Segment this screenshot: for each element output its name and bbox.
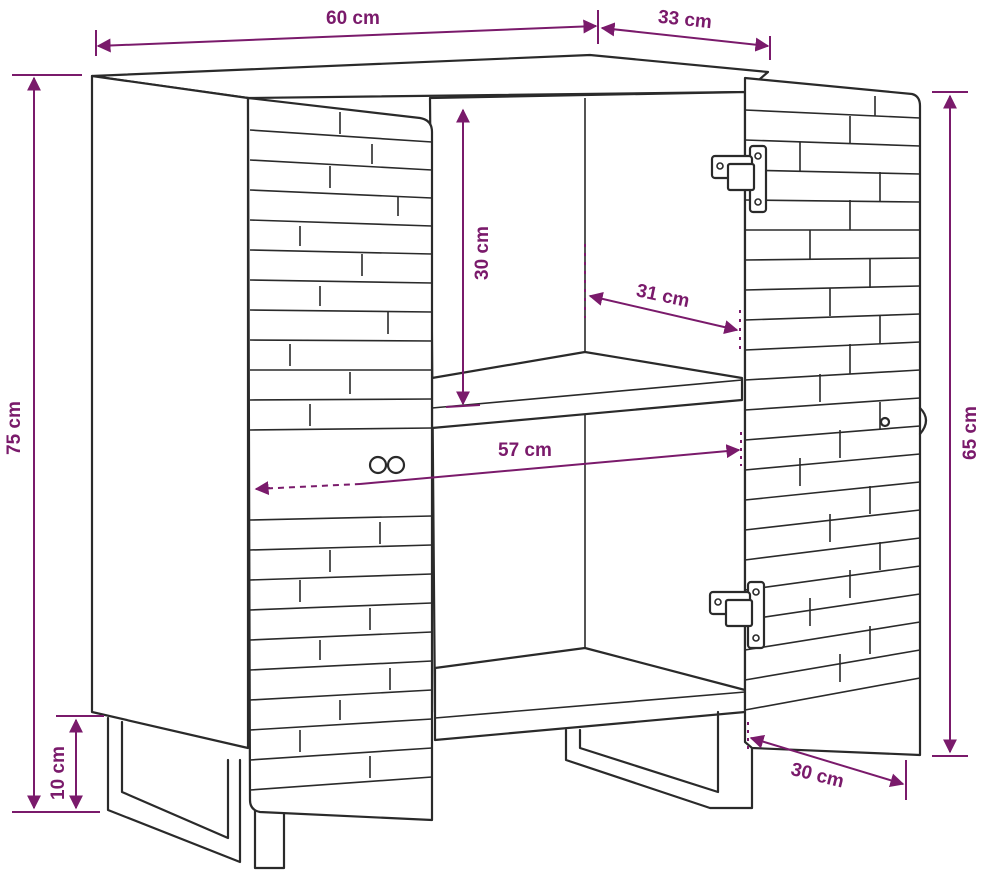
depth-dimension-line xyxy=(600,22,770,52)
inner-width-dimension-line xyxy=(359,444,741,485)
door-width-dimension-line xyxy=(749,734,905,788)
inner-width-label: 57 cm xyxy=(498,440,552,461)
left-door xyxy=(246,96,434,822)
front-leg xyxy=(253,758,286,870)
width-dimension-line xyxy=(96,19,598,53)
left-leg-frame xyxy=(106,716,242,864)
left-door-knob xyxy=(368,455,406,475)
compartment-height-label: 30 cm xyxy=(472,226,493,280)
inner-width-arrow-left xyxy=(254,481,271,496)
cabinet-drawing xyxy=(90,53,928,870)
bottom-front-edge xyxy=(434,691,746,719)
shelf-front-edge xyxy=(431,379,743,409)
right-door-knob xyxy=(879,406,928,436)
height-label: 75 cm xyxy=(4,401,25,455)
upper-hinge xyxy=(710,144,768,214)
compartment-tick-bottom xyxy=(445,404,481,408)
right-door-slats xyxy=(744,96,921,711)
leg-height-label: 10 cm xyxy=(48,746,69,800)
left-door-slats xyxy=(249,112,433,791)
lower-hinge xyxy=(708,580,766,650)
right-door xyxy=(743,76,922,757)
width-label: 60 cm xyxy=(326,8,380,29)
shelf-depth-dimension-line xyxy=(588,292,739,334)
door-height-label: 65 cm xyxy=(960,406,981,460)
cabinet-left-side xyxy=(90,74,250,750)
depth-label: 33 cm xyxy=(657,7,713,34)
